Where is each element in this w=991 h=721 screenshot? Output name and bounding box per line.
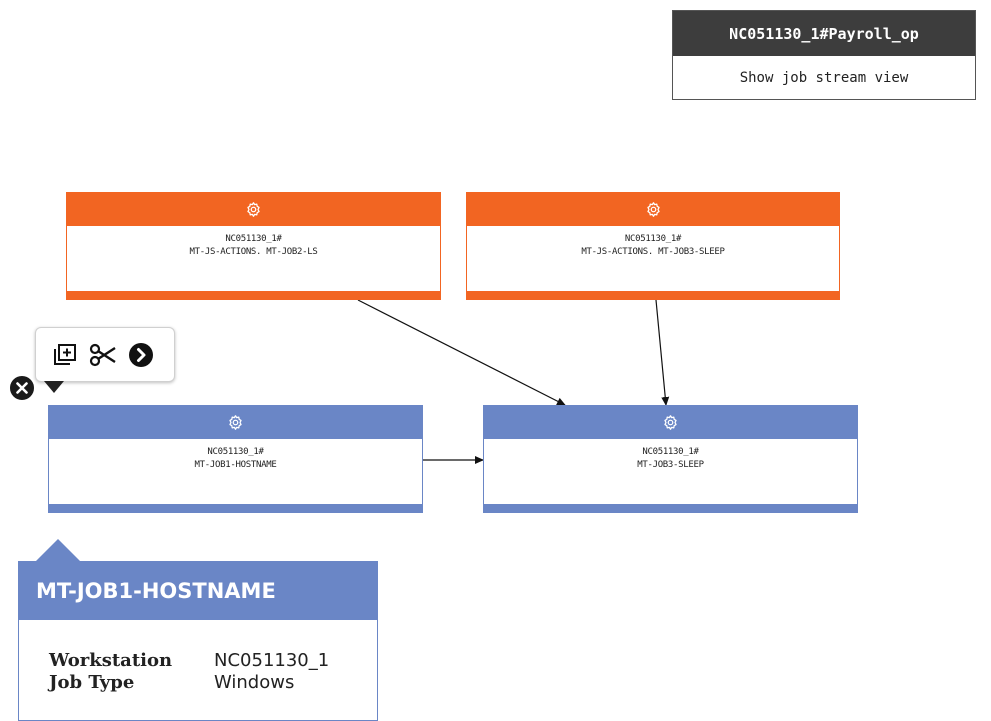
edge-sleep2-to-sleep3 [655,299,670,406]
job-stream-panel: NC051130_1#Payroll_op Show job stream vi… [672,10,976,100]
job-node-header [484,406,857,439]
cut-button[interactable] [88,340,118,370]
close-icon [16,382,28,394]
job-node-mt-job2-ls[interactable]: NC051130_1# MT-JS-ACTIONS. MT-JOB2-LS [66,192,441,300]
toolbar-pointer [44,381,64,393]
job-details-popover: MT-JOB1-HOSTNAME Workstation NC051130_1 … [18,561,378,721]
details-key: Workstation [49,650,173,671]
job-node-name: MT-JS-ACTIONS. MT-JOB3-SLEEP [581,247,725,257]
cut-icon [89,343,116,366]
gear-icon [229,415,242,430]
dependency-edges [357,299,670,464]
details-value: NC051130_1 [214,650,330,671]
job-stream-title: NC051130_1#Payroll_op [673,11,975,56]
job-node-mt-job3-sleep[interactable]: NC051130_1# MT-JOB3-SLEEP [483,405,858,513]
close-toolbar-button[interactable] [8,374,36,402]
details-title: MT-JOB1-HOSTNAME [19,562,377,620]
show-job-stream-view-link[interactable]: Show job stream view [739,69,909,86]
next-button[interactable] [126,340,156,370]
job-node-workstation: NC051130_1# [225,234,282,244]
gear-icon [664,415,677,430]
details-pointer [36,539,80,561]
gear-icon [646,202,660,217]
job-node-header [467,193,839,226]
edge-ls-to-sleep3 [357,299,566,406]
next-icon [129,342,153,367]
details-row-job-type: Job Type Windows [49,672,377,694]
job-node-mt-job3-sleep-js[interactable]: NC051130_1# MT-JS-ACTIONS. MT-JOB3-SLEEP [466,192,840,300]
job-node-workstation: NC051130_1# [207,447,264,457]
node-action-toolbar [35,327,175,382]
job-node-header [49,406,422,439]
details-key: Job Type [49,672,135,693]
job-node-name: MT-JOB3-SLEEP [637,460,704,470]
job-node-mt-job1-hostname[interactable]: NC051130_1# MT-JOB1-HOSTNAME [48,405,423,513]
job-node-header [67,193,440,226]
job-node-name: MT-JS-ACTIONS. MT-JOB2-LS [189,247,318,257]
add-dependency-icon [54,343,76,365]
details-value: Windows [214,672,295,693]
details-row-workstation: Workstation NC051130_1 [49,650,377,672]
add-dependency-button[interactable] [50,340,80,370]
job-node-workstation: NC051130_1# [642,447,699,457]
job-node-workstation: NC051130_1# [624,234,682,244]
job-node-name: MT-JOB1-HOSTNAME [194,460,277,470]
gear-icon [247,202,260,217]
